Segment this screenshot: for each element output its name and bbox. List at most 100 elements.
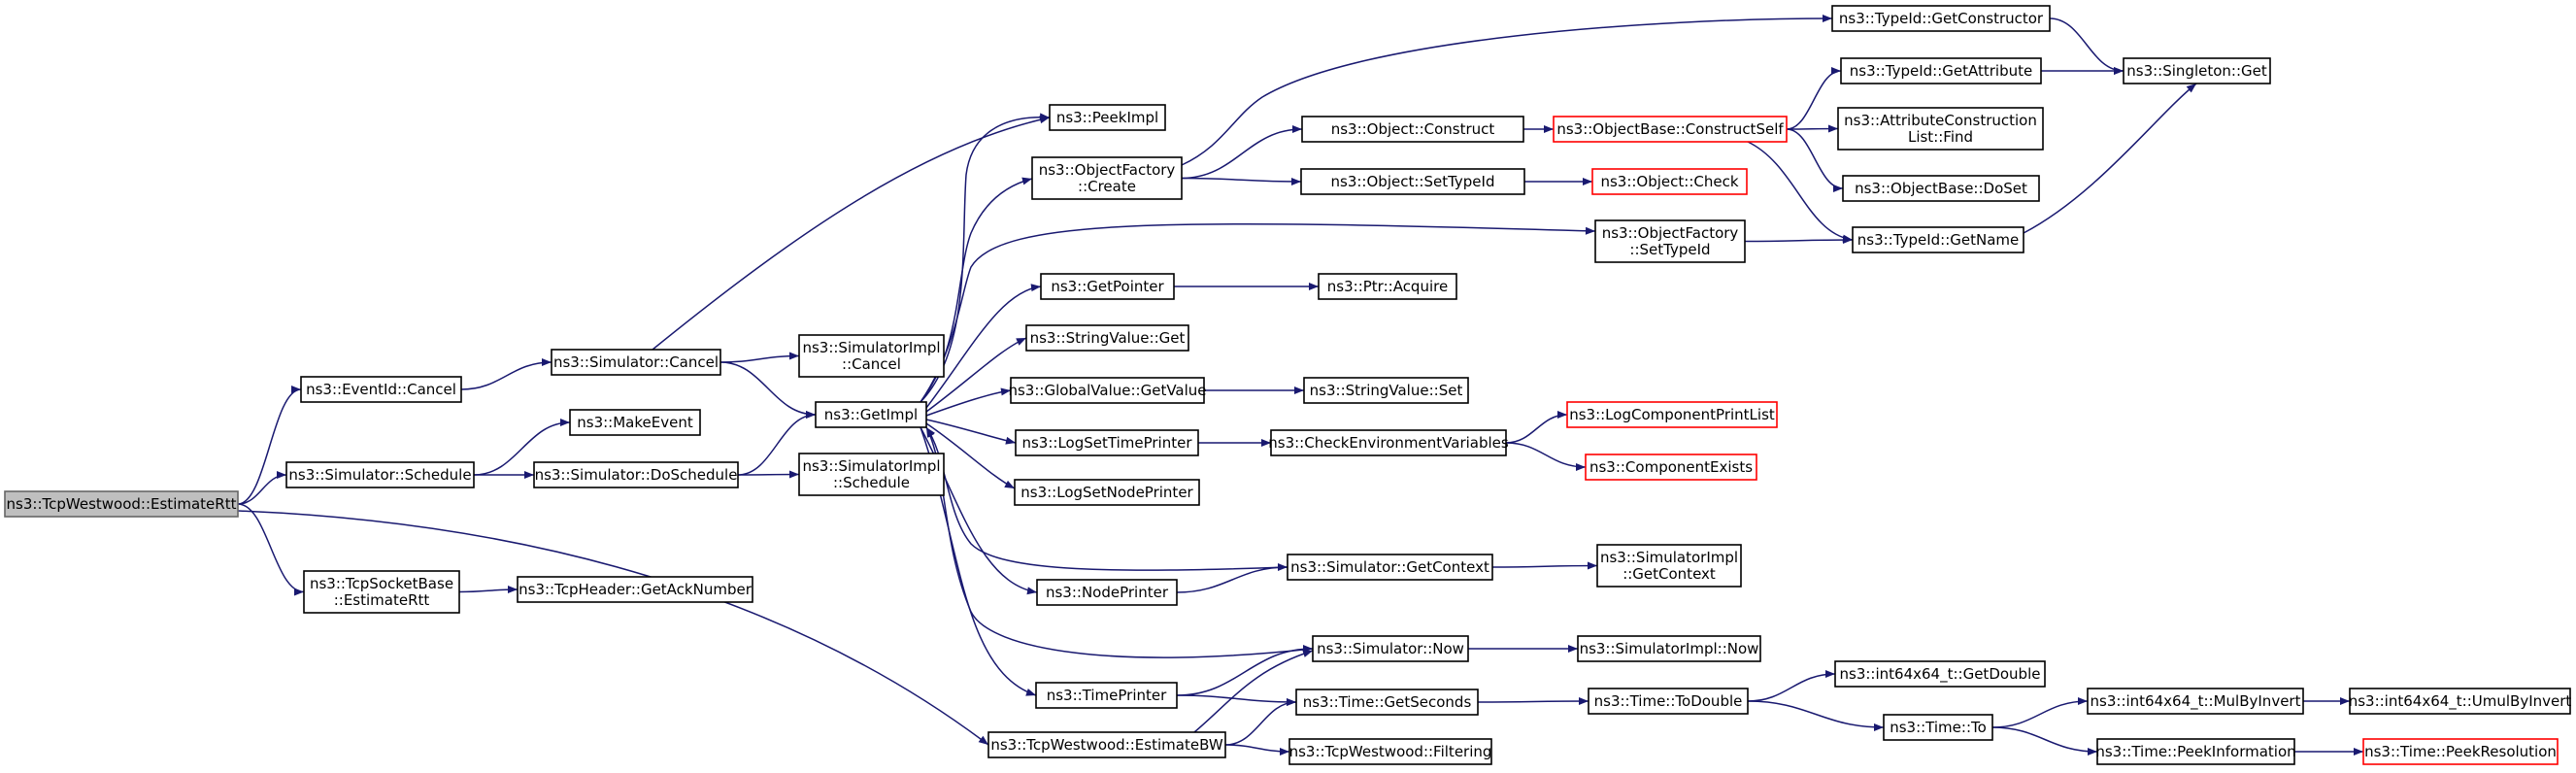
function-node-box[interactable] [285,461,475,488]
function-node-box[interactable] [1025,324,1189,352]
function-node-tcpwestwood-filtering[interactable]: ns3::TcpWestwood::Filtering [1288,738,1492,765]
function-node-box[interactable] [1010,377,1205,404]
function-node-box[interactable] [551,349,721,376]
function-node-box[interactable] [1588,688,1749,715]
function-node-box[interactable] [1831,5,2051,32]
function-node-ptr-acquire[interactable]: ns3::Ptr::Acquire [1318,273,1457,300]
function-node-box[interactable] [798,453,945,496]
function-node-object-check[interactable]: ns3::Object::Check [1591,168,1748,195]
function-node-box[interactable] [1840,57,2042,84]
function-node-box[interactable] [1295,689,1479,716]
function-node-box[interactable] [1014,479,1200,506]
function-node-tcpsb-estimatertt[interactable]: ns3::TcpSocketBase::EstimateRtt [303,570,460,614]
function-node-box[interactable] [1577,635,1761,662]
function-node-box[interactable] [987,731,1226,758]
function-node-box[interactable] [1287,554,1493,581]
function-node-box[interactable] [1015,429,1199,456]
function-node-box[interactable] [1288,738,1492,765]
function-node-box[interactable] [303,570,460,614]
function-node-makeevent[interactable]: ns3::MakeEvent [569,409,701,436]
function-node-sim-now[interactable]: ns3::Simulator::Now [1312,635,1469,662]
function-node-box[interactable] [1842,175,2040,202]
function-node-box[interactable] [815,401,927,428]
function-node-logcomponentprintlist[interactable]: ns3::LogComponentPrintList [1566,401,1778,428]
function-node-simimpl-getcontext[interactable]: ns3::SimulatorImpl::GetContext [1596,544,1742,588]
function-node-box[interactable] [1837,107,2044,151]
function-node-time-peekinformation[interactable]: ns3::Time::PeekInformation [2095,738,2296,765]
function-node-simimpl-schedule[interactable]: ns3::SimulatorImpl::Schedule [798,453,945,496]
function-node-box[interactable] [1594,219,1746,263]
function-node-root[interactable]: ns3::TcpWestwood::EstimateRtt [4,490,239,518]
function-node-box[interactable] [1303,377,1469,404]
function-node-logsetnodeprinter[interactable]: ns3::LogSetNodePrinter [1014,479,1200,506]
function-node-getpointer[interactable]: ns3::GetPointer [1040,273,1175,300]
function-node-box[interactable] [2123,57,2271,84]
function-node-box[interactable] [1852,226,2024,253]
function-node-box[interactable] [1040,273,1175,300]
function-node-box[interactable] [1883,714,1993,741]
function-node-objbase-doset[interactable]: ns3::ObjectBase::DoSet [1842,175,2040,202]
function-node-objfactory-create[interactable]: ns3::ObjectFactory::Create [1031,156,1183,200]
function-node-simimpl-cancel[interactable]: ns3::SimulatorImpl::Cancel [798,334,945,378]
function-node-box[interactable] [1035,682,1178,709]
function-node-time-peekresolution[interactable]: ns3::Time::PeekResolution [2362,738,2559,765]
function-node-int64-getdouble[interactable]: ns3::int64x64_t::GetDouble [1834,660,2046,688]
function-node-timeprinter[interactable]: ns3::TimePrinter [1035,682,1178,709]
function-node-box[interactable] [1301,116,1524,143]
function-node-time-todouble[interactable]: ns3::Time::ToDouble [1588,688,1749,715]
function-node-int64-umulbyinvert[interactable]: ns3::int64x64_t::UmulByInvert [2349,688,2572,715]
function-node-box[interactable] [4,490,239,518]
function-node-box[interactable] [798,334,945,378]
function-node-peekimpl[interactable]: ns3::PeekImpl [1049,104,1166,131]
function-node-box[interactable] [533,461,739,488]
function-node-box[interactable] [2362,738,2559,765]
function-node-box[interactable] [1585,454,1757,481]
function-node-box[interactable] [569,409,701,436]
function-node-stringvalue-get[interactable]: ns3::StringValue::Get [1025,324,1189,352]
function-node-typeid-getconstructor[interactable]: ns3::TypeId::GetConstructor [1831,5,2051,32]
function-node-box[interactable] [1591,168,1748,195]
function-node-box[interactable] [517,576,753,603]
function-node-objbase-constructself[interactable]: ns3::ObjectBase::ConstructSelf [1553,116,1788,143]
function-node-sim-doschedule[interactable]: ns3::Simulator::DoSchedule [533,461,739,488]
function-node-box[interactable] [1300,168,1525,195]
function-node-box[interactable] [1036,579,1178,606]
function-node-box[interactable] [300,376,462,403]
function-node-typeid-getattribute[interactable]: ns3::TypeId::GetAttribute [1840,57,2042,84]
function-node-getimpl[interactable]: ns3::GetImpl [815,401,927,428]
function-node-box[interactable] [2087,688,2304,715]
function-node-globalvalue-getvalue[interactable]: ns3::GlobalValue::GetValue [1008,377,1207,404]
function-node-checkenvvars[interactable]: ns3::CheckEnvironmentVariables [1268,429,1509,456]
function-node-box[interactable] [1834,660,2046,688]
function-node-box[interactable] [1031,156,1183,200]
function-node-tcpwestwood-estimatebw[interactable]: ns3::TcpWestwood::EstimateBW [987,731,1226,758]
function-node-box[interactable] [2349,688,2571,715]
function-node-eventid-cancel[interactable]: ns3::EventId::Cancel [300,376,462,403]
function-node-sim-schedule[interactable]: ns3::Simulator::Schedule [285,461,475,488]
function-node-objfactory-settypeid[interactable]: ns3::ObjectFactory::SetTypeId [1594,219,1746,263]
function-node-logsettimeprinter[interactable]: ns3::LogSetTimePrinter [1015,429,1199,456]
function-node-box[interactable] [2096,738,2295,765]
function-node-box[interactable] [1596,544,1742,588]
function-node-componentexists[interactable]: ns3::ComponentExists [1585,454,1757,481]
function-node-box[interactable] [1566,401,1778,428]
function-node-time-getseconds[interactable]: ns3::Time::GetSeconds [1295,689,1479,716]
function-node-singleton-get[interactable]: ns3::Singleton::Get [2123,57,2271,84]
function-node-typeid-getname[interactable]: ns3::TypeId::GetName [1852,226,2024,253]
function-node-nodeprinter[interactable]: ns3::NodePrinter [1036,579,1178,606]
function-node-time-to[interactable]: ns3::Time::To [1883,714,1993,741]
function-node-sim-getcontext[interactable]: ns3::Simulator::GetContext [1287,554,1493,581]
function-node-object-construct[interactable]: ns3::Object::Construct [1301,116,1524,143]
function-node-box[interactable] [1553,116,1788,143]
function-node-stringvalue-set[interactable]: ns3::StringValue::Set [1303,377,1469,404]
function-node-simimpl-now[interactable]: ns3::SimulatorImpl::Now [1577,635,1761,662]
function-node-sim-cancel[interactable]: ns3::Simulator::Cancel [551,349,721,376]
function-node-box[interactable] [1270,429,1507,456]
function-node-object-settypeid[interactable]: ns3::Object::SetTypeId [1300,168,1525,195]
function-node-box[interactable] [1312,635,1469,662]
function-node-box[interactable] [1049,104,1166,131]
function-node-tcpheader-getacknumber[interactable]: ns3::TcpHeader::GetAckNumber [517,576,753,603]
function-node-box[interactable] [1318,273,1457,300]
function-node-int64-mulbyinvert[interactable]: ns3::int64x64_t::MulByInvert [2087,688,2304,715]
